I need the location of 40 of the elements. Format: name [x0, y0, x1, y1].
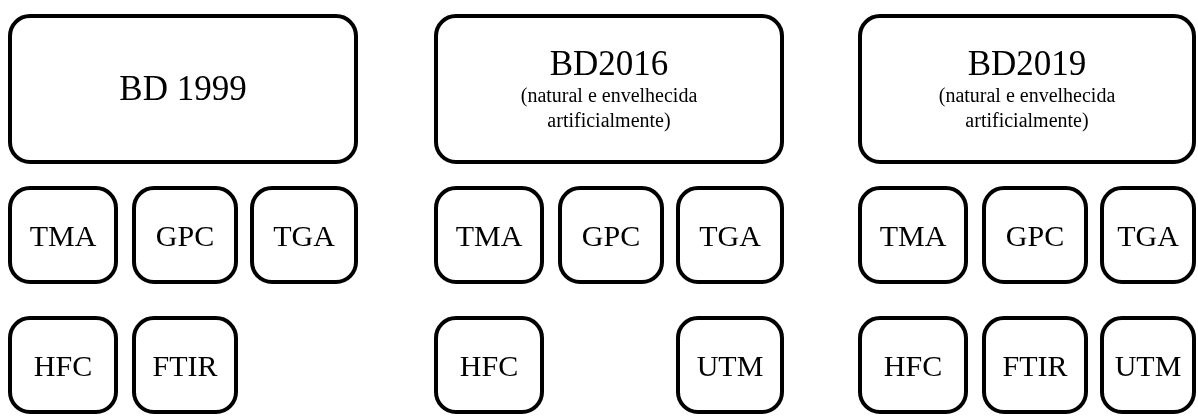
method-box [132, 316, 238, 414]
box-label: FTIR [152, 348, 218, 382]
box-label: TMA [29, 218, 97, 252]
method-box [8, 316, 118, 414]
dataset-box [434, 14, 784, 164]
method-box [676, 186, 784, 284]
box-label: TMA [455, 218, 523, 252]
method-box [434, 186, 544, 284]
box-label: TGA [273, 218, 335, 252]
box-label: UTM [1114, 348, 1182, 382]
box-label: UTM [696, 348, 764, 382]
box-label: GPC [1005, 218, 1065, 252]
box-label: HFC [33, 348, 93, 382]
box-label: FTIR [1002, 348, 1068, 382]
method-box [858, 186, 968, 284]
method-box [676, 316, 784, 414]
box-label: BD2019 [967, 44, 1087, 84]
box-label: TGA [699, 218, 761, 252]
method-box [982, 186, 1088, 284]
dataset-box [8, 14, 358, 164]
method-box [434, 316, 544, 414]
subtitle-text: (natural e envelhecida artificialmente) [937, 83, 1117, 134]
method-box [558, 186, 664, 284]
dataset-box [858, 14, 1196, 164]
box-label: BD 1999 [119, 69, 247, 109]
box-label: HFC [459, 348, 519, 382]
box-label: GPC [581, 218, 641, 252]
subtitle-text: (natural e envelhecida artificialmente) [519, 83, 699, 134]
box-label: HFC [883, 348, 943, 382]
method-box [982, 316, 1088, 414]
box-label: BD2016 [549, 44, 669, 84]
method-box [250, 186, 358, 284]
box-label: GPC [155, 218, 215, 252]
method-box [858, 316, 968, 414]
method-box [1100, 186, 1196, 284]
box-label: TGA [1117, 218, 1179, 252]
method-box [1100, 316, 1196, 414]
method-box [8, 186, 118, 284]
box-label: TMA [879, 218, 947, 252]
method-box [132, 186, 238, 284]
